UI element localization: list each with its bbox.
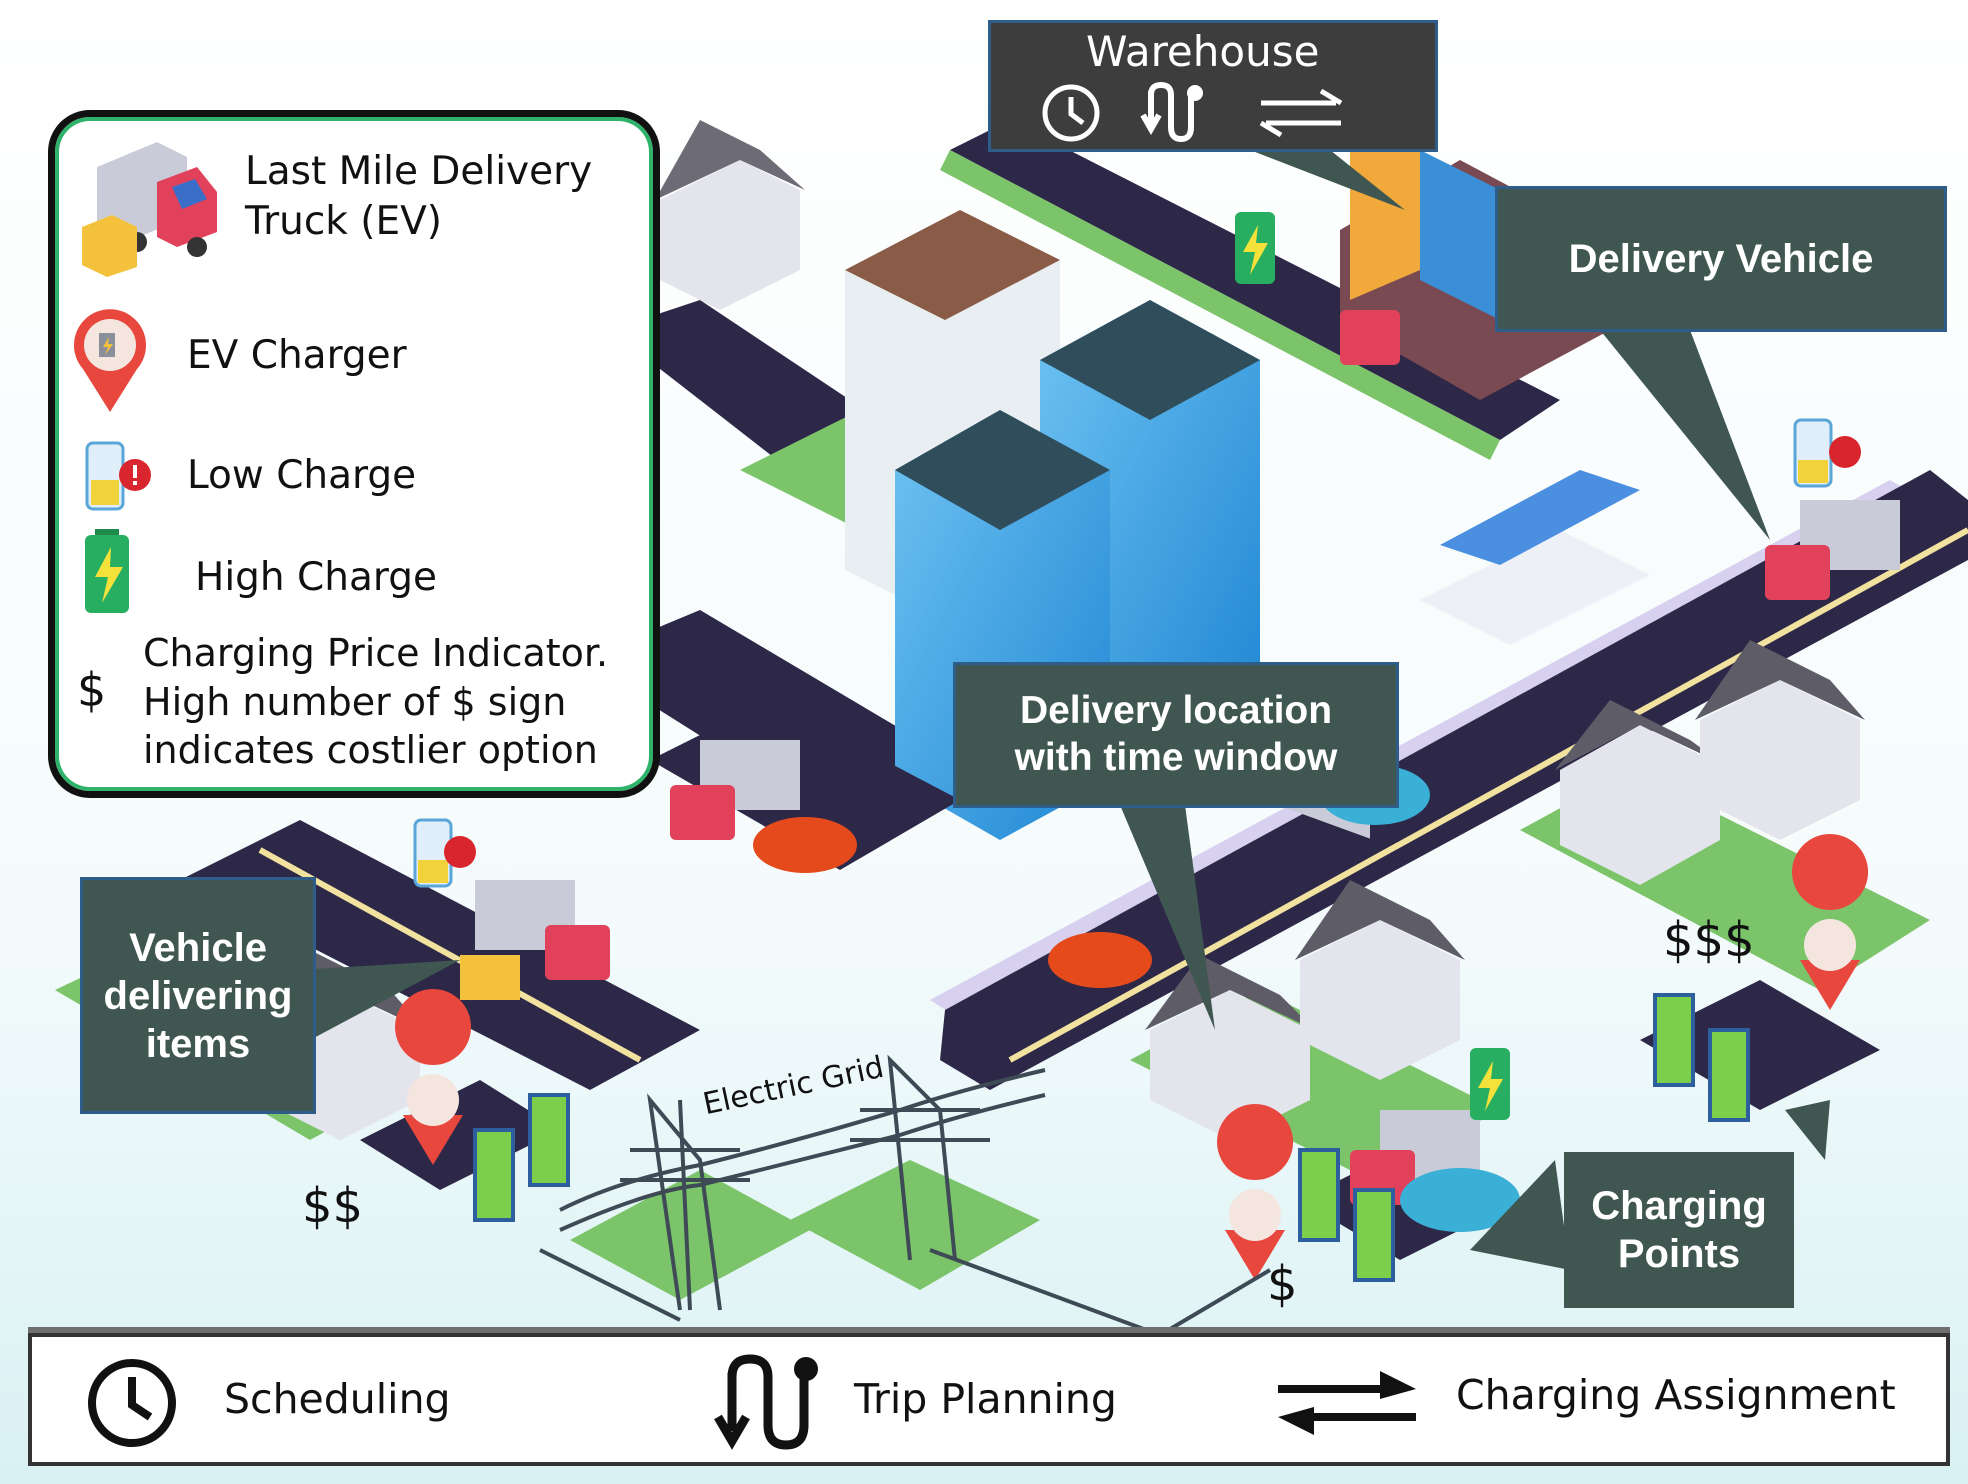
legend-price-symbol: $ — [77, 663, 107, 717]
battery-indicators — [413, 212, 1861, 1120]
price-indicator-left: $$ — [302, 1178, 364, 1234]
warehouse-pointer — [1250, 150, 1405, 210]
delivery-location-callout: Delivery location with time window — [953, 662, 1399, 808]
trip-planning-route-icon — [714, 1354, 818, 1450]
charging-points-pointer-left — [1470, 1160, 1570, 1270]
legend-truck-label: Last Mile Delivery Truck (EV) — [245, 149, 593, 244]
legend-price-label: Charging Price Indicator. High number of… — [143, 631, 609, 773]
delivery-truck-icon — [82, 142, 217, 277]
house-center-2 — [1295, 880, 1465, 1080]
orange-car-parking — [753, 817, 857, 873]
truck-right-road — [1765, 500, 1900, 600]
vehicle-delivering-callout: Vehicle delivering items — [80, 877, 316, 1114]
delivery-vehicle-callout: Delivery Vehicle — [1495, 186, 1947, 332]
legend-charger-label: EV Charger — [187, 333, 407, 378]
orange-car-road — [1048, 932, 1152, 988]
price-indicator-right: $$$ — [1663, 912, 1755, 968]
scheduling-clock-icon — [88, 1359, 176, 1447]
low-charge-battery-right — [1793, 418, 1861, 488]
charging-points-callout: Charging Points — [1564, 1152, 1794, 1308]
legend-low-charge-label: Low Charge — [187, 453, 417, 498]
ev-charger-pin-icon — [74, 309, 146, 412]
trip-planning-label: Trip Planning — [854, 1375, 1117, 1423]
high-charge-battery-charging — [1470, 1048, 1510, 1120]
callout-pointers — [300, 150, 1830, 1270]
clock-icon — [1042, 84, 1100, 142]
legend-panel: Last Mile Delivery Truck (EV) EV Charger… — [48, 110, 660, 798]
charging-assignment-arrows-icon — [1278, 1371, 1416, 1435]
high-charge-battery-icon — [85, 529, 129, 613]
charging-stations — [473, 993, 1750, 1282]
bottom-legend-bar: Scheduling Trip Planning Charging Assign… — [28, 1333, 1950, 1466]
house-right-2 — [1695, 640, 1865, 840]
charging-points-pointer-right — [1785, 1100, 1830, 1160]
truck-parking — [670, 740, 800, 840]
swap-arrows-icon — [1259, 88, 1343, 138]
vehicle-delivering-pointer — [300, 960, 460, 1040]
ev-charger-pin-bottom — [1217, 1104, 1294, 1280]
delivery-vehicle-pointer — [1600, 330, 1770, 540]
ev-charger-pins — [395, 834, 1869, 1280]
electric-grid — [539, 1054, 1272, 1337]
house-top-left — [655, 120, 805, 310]
low-charge-battery-icon — [85, 441, 151, 511]
bus-stop — [1420, 470, 1650, 645]
house-center-1 — [1145, 955, 1315, 1140]
scheduling-label: Scheduling — [224, 1375, 451, 1423]
blue-car-charging — [1400, 1168, 1520, 1232]
house-right-1 — [1555, 700, 1725, 885]
price-indicator-bottom: $ — [1267, 1256, 1298, 1312]
ev-charger-pin-right — [1792, 834, 1869, 1010]
warehouse-title: Warehouse — [1086, 27, 1320, 76]
route-icon — [1140, 81, 1203, 143]
skyscrapers — [845, 210, 1260, 840]
high-charge-battery-warehouse — [1235, 212, 1275, 284]
truck-left-road — [460, 880, 610, 1000]
charging-assignment-label: Charging Assignment — [1456, 1371, 1896, 1419]
ev-charger-pin-left — [395, 989, 472, 1165]
warehouse-callout: Warehouse — [988, 20, 1438, 152]
delivery-location-pointer — [1120, 805, 1215, 1030]
legend-high-charge-label: High Charge — [195, 555, 437, 600]
low-charge-battery-left — [413, 818, 476, 888]
